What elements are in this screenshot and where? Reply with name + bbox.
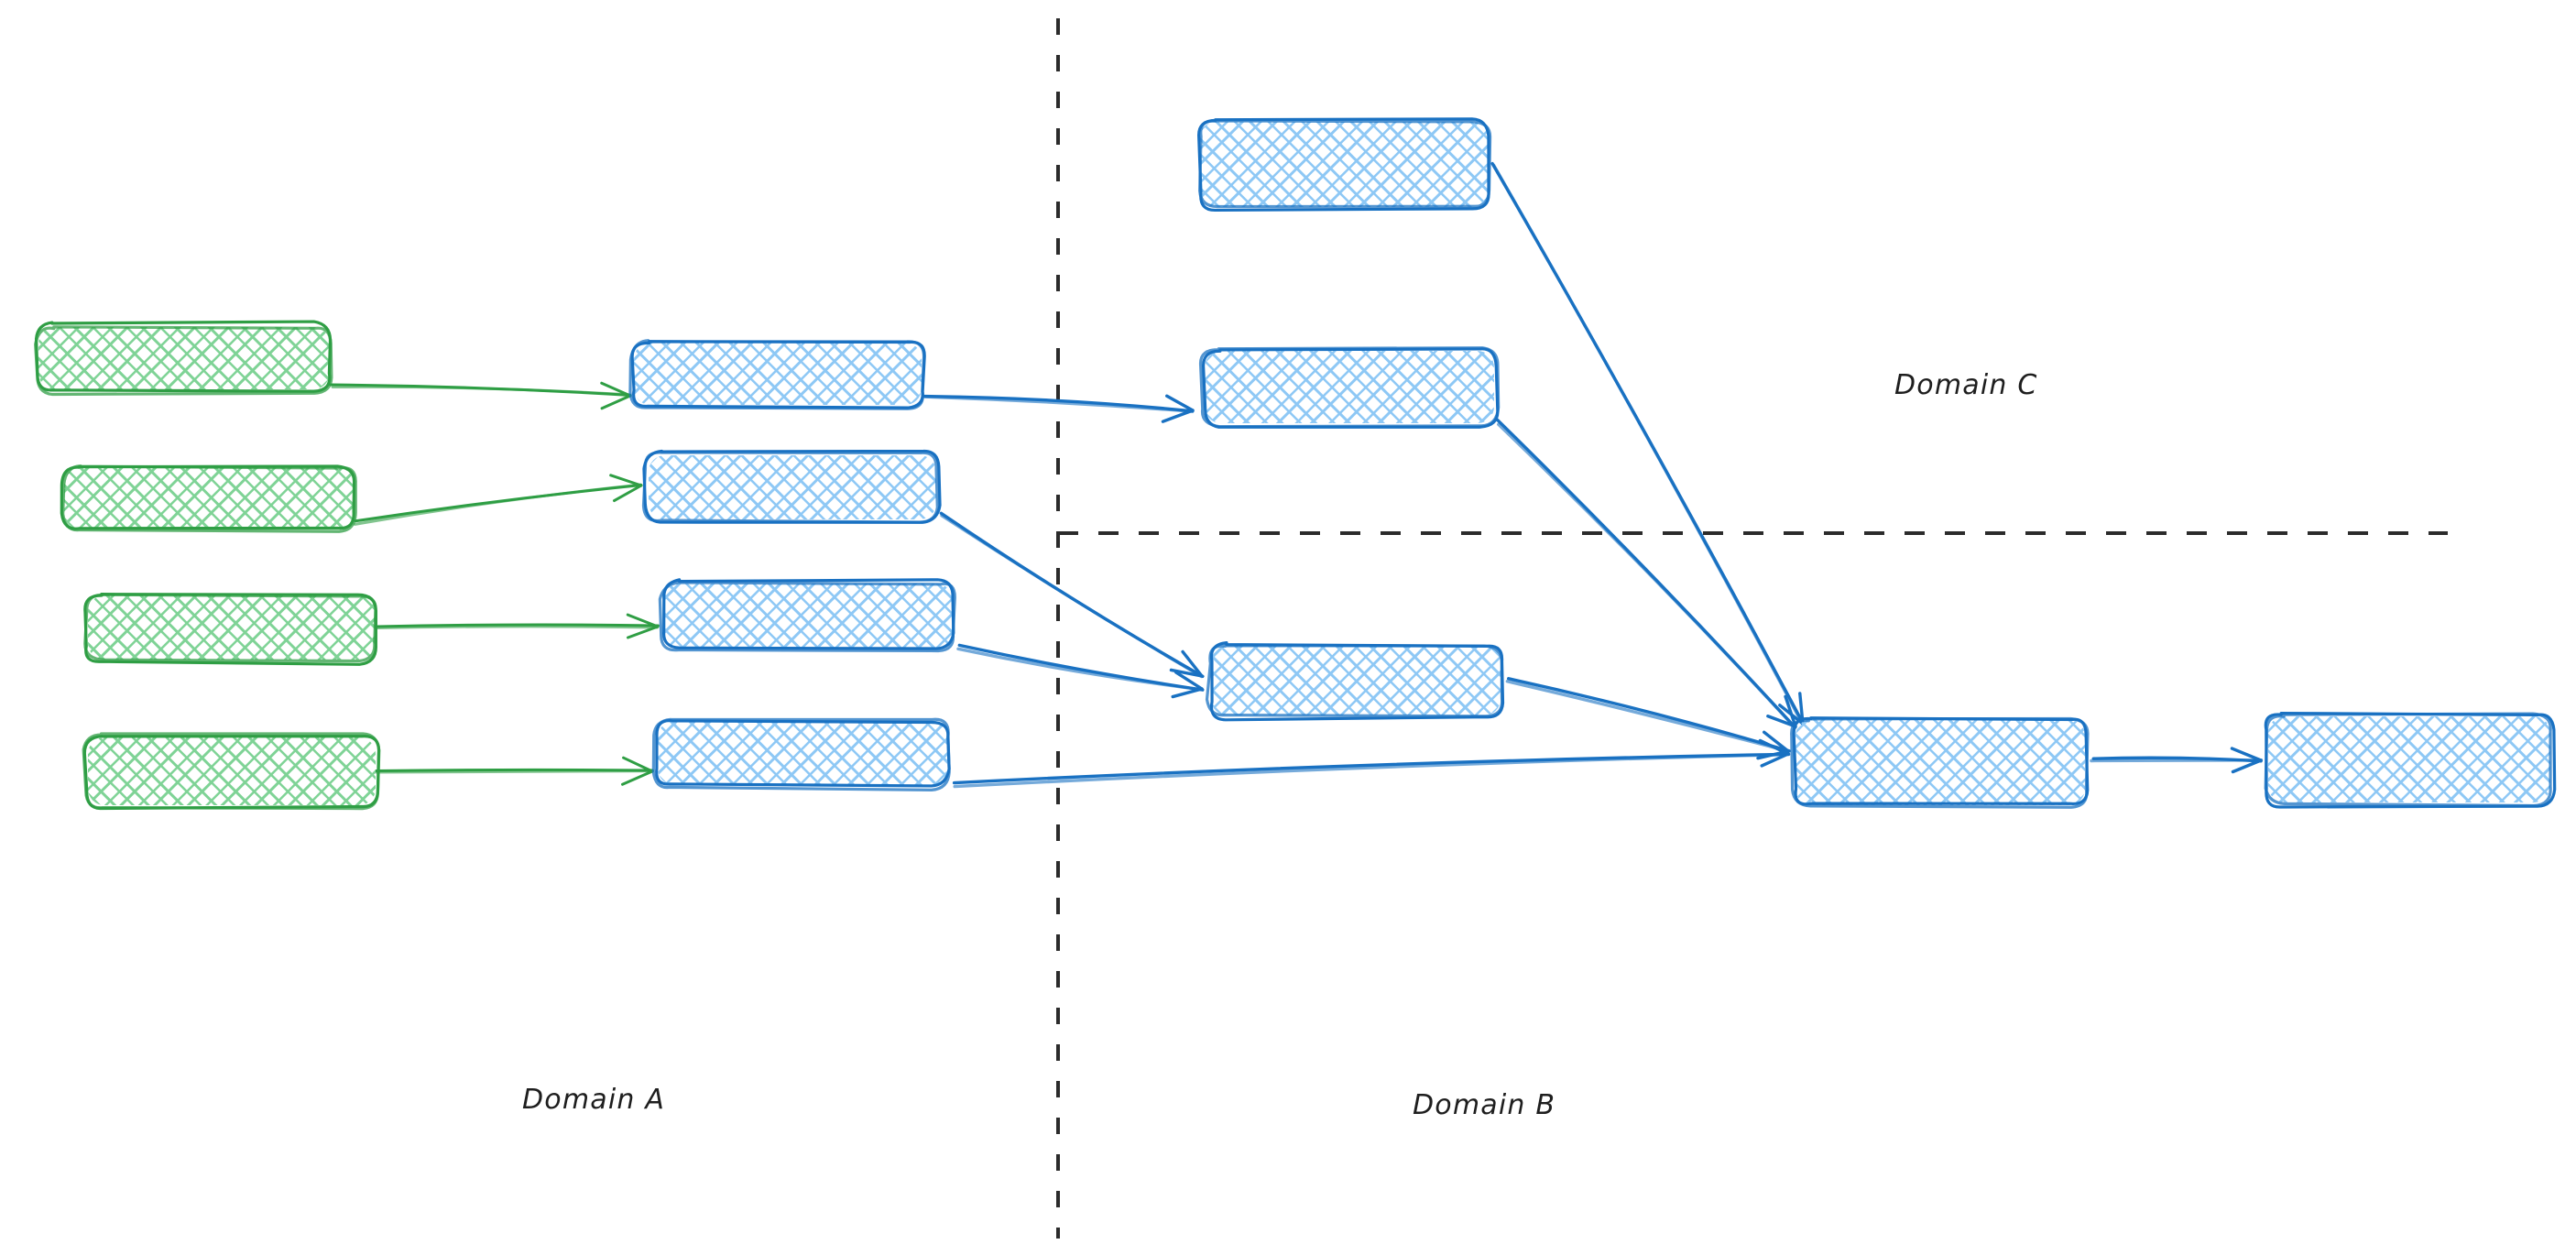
node-outline — [1205, 644, 1504, 718]
node-outline — [658, 581, 956, 653]
node-fill — [88, 737, 376, 805]
node-d2[interactable] — [2264, 711, 2557, 809]
node-fill — [663, 584, 953, 648]
edge-e4 — [375, 756, 655, 786]
node-outline — [641, 451, 939, 524]
edge-e10 — [1496, 418, 1797, 729]
edge-line — [1491, 163, 1804, 726]
edge-line — [375, 625, 659, 630]
node-c1[interactable] — [1197, 117, 1492, 213]
edge-e12 — [2090, 747, 2264, 774]
node-fill — [2268, 716, 2550, 802]
domain-b-label: Domain B — [1413, 1089, 1555, 1121]
edge-line — [353, 483, 642, 526]
arrow-head — [621, 769, 654, 786]
arrow-head — [1165, 394, 1195, 412]
node-a2[interactable] — [60, 464, 357, 533]
edge-line — [331, 385, 631, 397]
node-c2[interactable] — [1198, 346, 1501, 429]
arrow-head — [600, 381, 632, 398]
domain-a-label: Domain A — [522, 1084, 665, 1116]
edge-line — [923, 395, 1195, 413]
edge-line — [375, 623, 660, 628]
node-outline — [61, 464, 357, 533]
arrow-head — [1784, 694, 1797, 728]
node-b1[interactable] — [628, 339, 926, 410]
node-fill — [1205, 351, 1494, 423]
node-fill — [1796, 719, 2085, 805]
node-a3[interactable] — [83, 593, 377, 666]
arrow-head — [1181, 649, 1204, 678]
node-outline — [1198, 119, 1492, 209]
edge-e9 — [1490, 161, 1805, 726]
nodes-layer — [34, 117, 2557, 811]
arrow-head — [612, 484, 643, 503]
edge-line — [956, 647, 1204, 692]
domain-c-label: Domain C — [1894, 369, 2038, 401]
arrow-head — [2231, 758, 2263, 774]
edge-e5 — [922, 394, 1195, 423]
arrow-head — [1171, 687, 1204, 699]
node-outline — [82, 732, 381, 811]
node-outline — [83, 593, 377, 663]
edge-e1 — [329, 381, 632, 410]
node-fill — [88, 595, 376, 660]
domain-dividers — [1056, 18, 2448, 1239]
node-b2[interactable] — [641, 449, 942, 524]
node-outline — [2264, 712, 2552, 808]
arrow-head — [1174, 671, 1204, 691]
edge-e11 — [1505, 677, 1791, 760]
node-b3[interactable] — [658, 578, 956, 653]
node-fill — [64, 467, 354, 529]
edge-line — [1505, 680, 1790, 753]
node-outline — [60, 464, 356, 530]
node-fill — [649, 455, 936, 519]
edge-e8 — [952, 738, 1791, 789]
arrow-head — [600, 394, 632, 410]
node-d1[interactable] — [1790, 716, 2090, 809]
edge-e3 — [375, 613, 660, 639]
arrow-head — [1161, 409, 1195, 423]
node-outline — [34, 325, 333, 397]
node-c3[interactable] — [1205, 641, 1505, 722]
node-fill — [38, 327, 330, 389]
node-outline — [1790, 716, 2090, 809]
arrow-head — [609, 474, 643, 487]
edge-line — [957, 643, 1205, 692]
edge-line — [1497, 422, 1796, 729]
arrow-head — [1763, 730, 1790, 753]
edge-line — [375, 769, 655, 774]
edges-layer — [329, 161, 2264, 789]
edge-line — [2090, 758, 2264, 763]
node-fill — [1199, 122, 1489, 207]
edge-line — [940, 514, 1204, 679]
node-fill — [658, 721, 947, 785]
arrow-head — [1756, 749, 1790, 760]
edge-e2 — [353, 474, 643, 526]
node-outline — [628, 339, 926, 410]
edge-e7 — [956, 643, 1205, 699]
arrow-head — [1766, 715, 1797, 728]
node-b4[interactable] — [651, 717, 951, 791]
arrow-head — [2230, 747, 2263, 762]
node-fill — [1211, 646, 1501, 715]
arrow-head — [626, 625, 660, 639]
arrow-head — [626, 613, 660, 628]
node-outline — [2264, 711, 2557, 809]
node-a1[interactable] — [34, 320, 333, 397]
node-a4[interactable] — [82, 732, 381, 811]
node-outline — [1198, 346, 1501, 429]
edge-line — [953, 752, 1791, 789]
node-fill — [634, 343, 922, 405]
arrow-head — [622, 756, 654, 773]
arrow-head — [1760, 752, 1790, 768]
node-outline — [651, 717, 951, 791]
